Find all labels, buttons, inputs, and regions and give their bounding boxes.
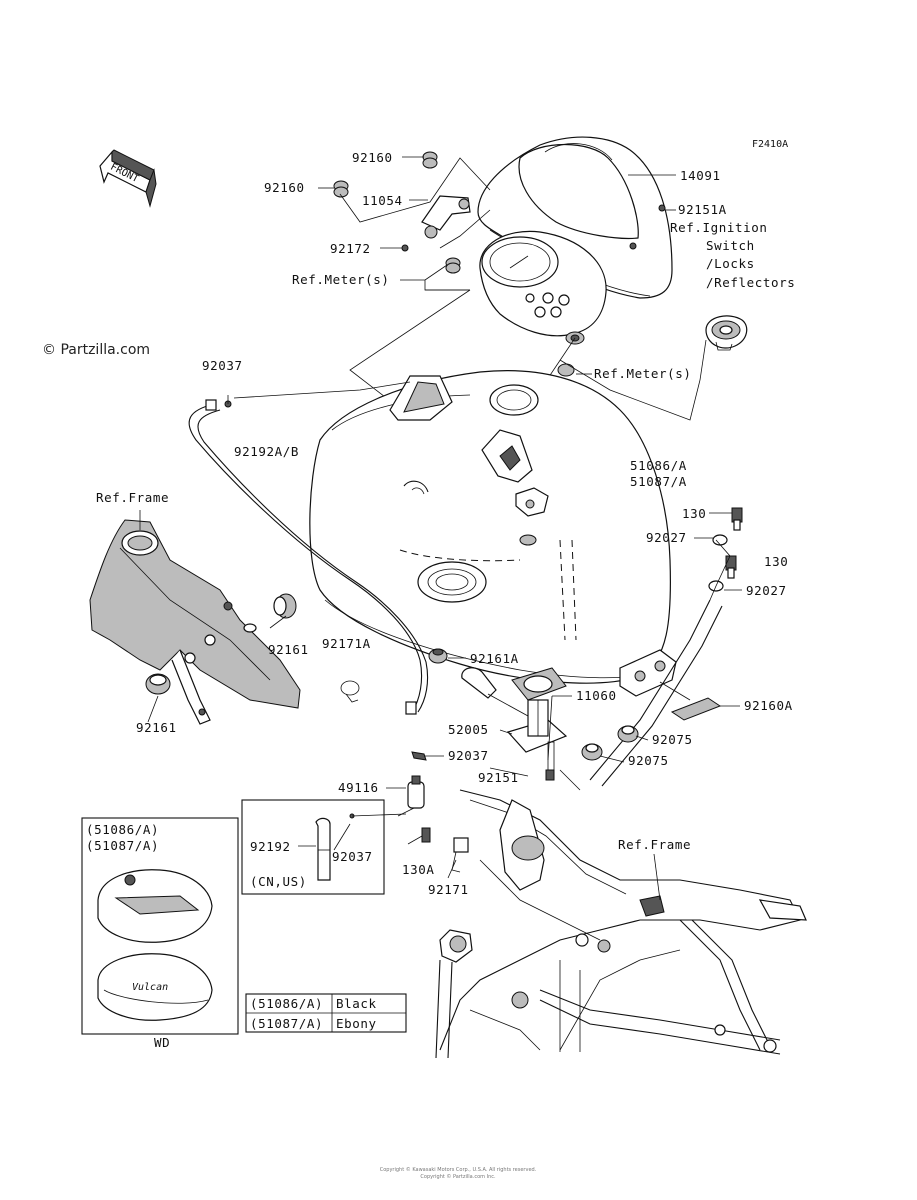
label-92192: 92192 (250, 839, 291, 854)
ignition-switch-cover (705, 315, 748, 351)
front-arrow-icon: FRONT (99, 149, 157, 208)
label-130-b: 130 (764, 554, 788, 569)
clamp-92037-mid (411, 751, 427, 761)
label-11054: 11054 (362, 193, 403, 208)
label-92037-top: 92037 (202, 358, 243, 373)
label-92151: 92151 (478, 770, 519, 785)
grommet-92161a (428, 648, 448, 664)
label-92160-left: 92160 (264, 180, 305, 195)
fuel-tank-51086 (309, 370, 677, 697)
label-inset-51086: (51086/A) (86, 822, 159, 837)
color-table: (51086/A) Black (51087/A) Ebony (245, 993, 407, 1033)
table-color-2: Ebony (336, 1016, 377, 1031)
label-14091: 14091 (680, 168, 721, 183)
label-inset-51087: (51087/A) (86, 838, 159, 853)
fuel-pump-gasket-11060 (511, 667, 567, 701)
label-130a: 130A (402, 862, 435, 877)
label-51086a: 51086/A (630, 458, 687, 473)
label-92151a: 92151A (678, 202, 727, 217)
label-92075-a: 92075 (652, 732, 693, 747)
label-92027-b: 92027 (746, 583, 787, 598)
tank-color-inset: Vulcan (81, 817, 239, 1035)
label-51087a: 51087/A (630, 474, 687, 489)
fuel-hose-92192ab (188, 399, 429, 715)
label-92037-box: 92037 (332, 849, 373, 864)
label-52005: 52005 (448, 722, 489, 737)
label-11060: 11060 (576, 688, 617, 703)
label-92171a: 92171A (322, 636, 371, 651)
label-ref-meter-top: Ref.Meter(s) (292, 272, 390, 287)
footer-line-2: Copyright © Partzilla.com Inc. (420, 1173, 496, 1180)
table-code-2: (51087/A) (250, 1016, 323, 1031)
label-ref-frame-right: Ref.Frame (618, 837, 691, 852)
label-92160-top: 92160 (352, 150, 393, 165)
label-cn-us: (CN,US) (250, 874, 307, 889)
inset-logo: Vulcan (132, 982, 168, 993)
meter-assembly (479, 230, 607, 345)
pad-92160a (670, 697, 722, 721)
grommet-meter (445, 257, 461, 274)
damper-92075-a (617, 725, 639, 743)
grommet-92161-lower (145, 673, 171, 695)
bolt-130-b (725, 555, 737, 579)
fuel-filter-49116 (397, 775, 425, 817)
grommet-92160-left (333, 180, 349, 198)
grommet-92160-top (422, 151, 438, 169)
grommet-meter-right (557, 363, 575, 377)
label-92172: 92172 (330, 241, 371, 256)
watermark: © Partzilla.com (42, 342, 150, 358)
label-wd: WD (154, 1035, 170, 1050)
label-ref-ignition-2: Switch (706, 238, 755, 253)
washer-92027-a (712, 534, 728, 546)
frame-front-left (89, 519, 301, 725)
damper-92075-b (581, 743, 603, 761)
table-color-1: Black (336, 996, 377, 1011)
label-92160a: 92160A (744, 698, 793, 713)
label-92027-a: 92027 (646, 530, 687, 545)
label-ref-ignition-4: /Reflectors (706, 275, 795, 290)
bolt-130a (421, 827, 431, 843)
frame-main (435, 789, 807, 1059)
label-92161a: 92161A (470, 651, 519, 666)
screw-92151 (489, 767, 555, 781)
label-ref-ignition-1: Ref.Ignition (670, 220, 768, 235)
label-ref-meter-right: Ref.Meter(s) (594, 366, 692, 381)
label-92171: 92171 (428, 882, 469, 897)
rear-mount-strap (589, 539, 731, 787)
bolt-92151a (658, 204, 666, 212)
cn-us-box (241, 799, 407, 895)
grommet-92161-upper (243, 593, 297, 633)
leader-lines-top (318, 156, 707, 421)
label-49116: 49116 (338, 780, 379, 795)
bolt-92172 (401, 244, 409, 252)
label-92161-upper: 92161 (268, 642, 309, 657)
label-92037-mid: 92037 (448, 748, 489, 763)
label-92192ab: 92192A/B (234, 444, 299, 459)
label-ref-ignition-3: /Locks (706, 256, 755, 271)
bolt-130-a (731, 507, 743, 531)
label-130-a: 130 (682, 506, 706, 521)
bracket-11054 (421, 195, 471, 239)
label-ref-frame-left: Ref.Frame (96, 490, 169, 505)
fuel-pump-52005 (461, 667, 568, 773)
table-code-1: (51086/A) (250, 996, 323, 1011)
label-92161-lower: 92161 (136, 720, 177, 735)
clip-92171 (451, 837, 469, 873)
figure-code: F2410A (752, 139, 788, 150)
footer-line-1: Copyright © Kawasaki Motors Corp., U.S.A… (380, 1166, 537, 1173)
clip-92171a (340, 680, 360, 703)
leader-lines-main (139, 381, 742, 901)
label-92075-b: 92075 (628, 753, 669, 768)
